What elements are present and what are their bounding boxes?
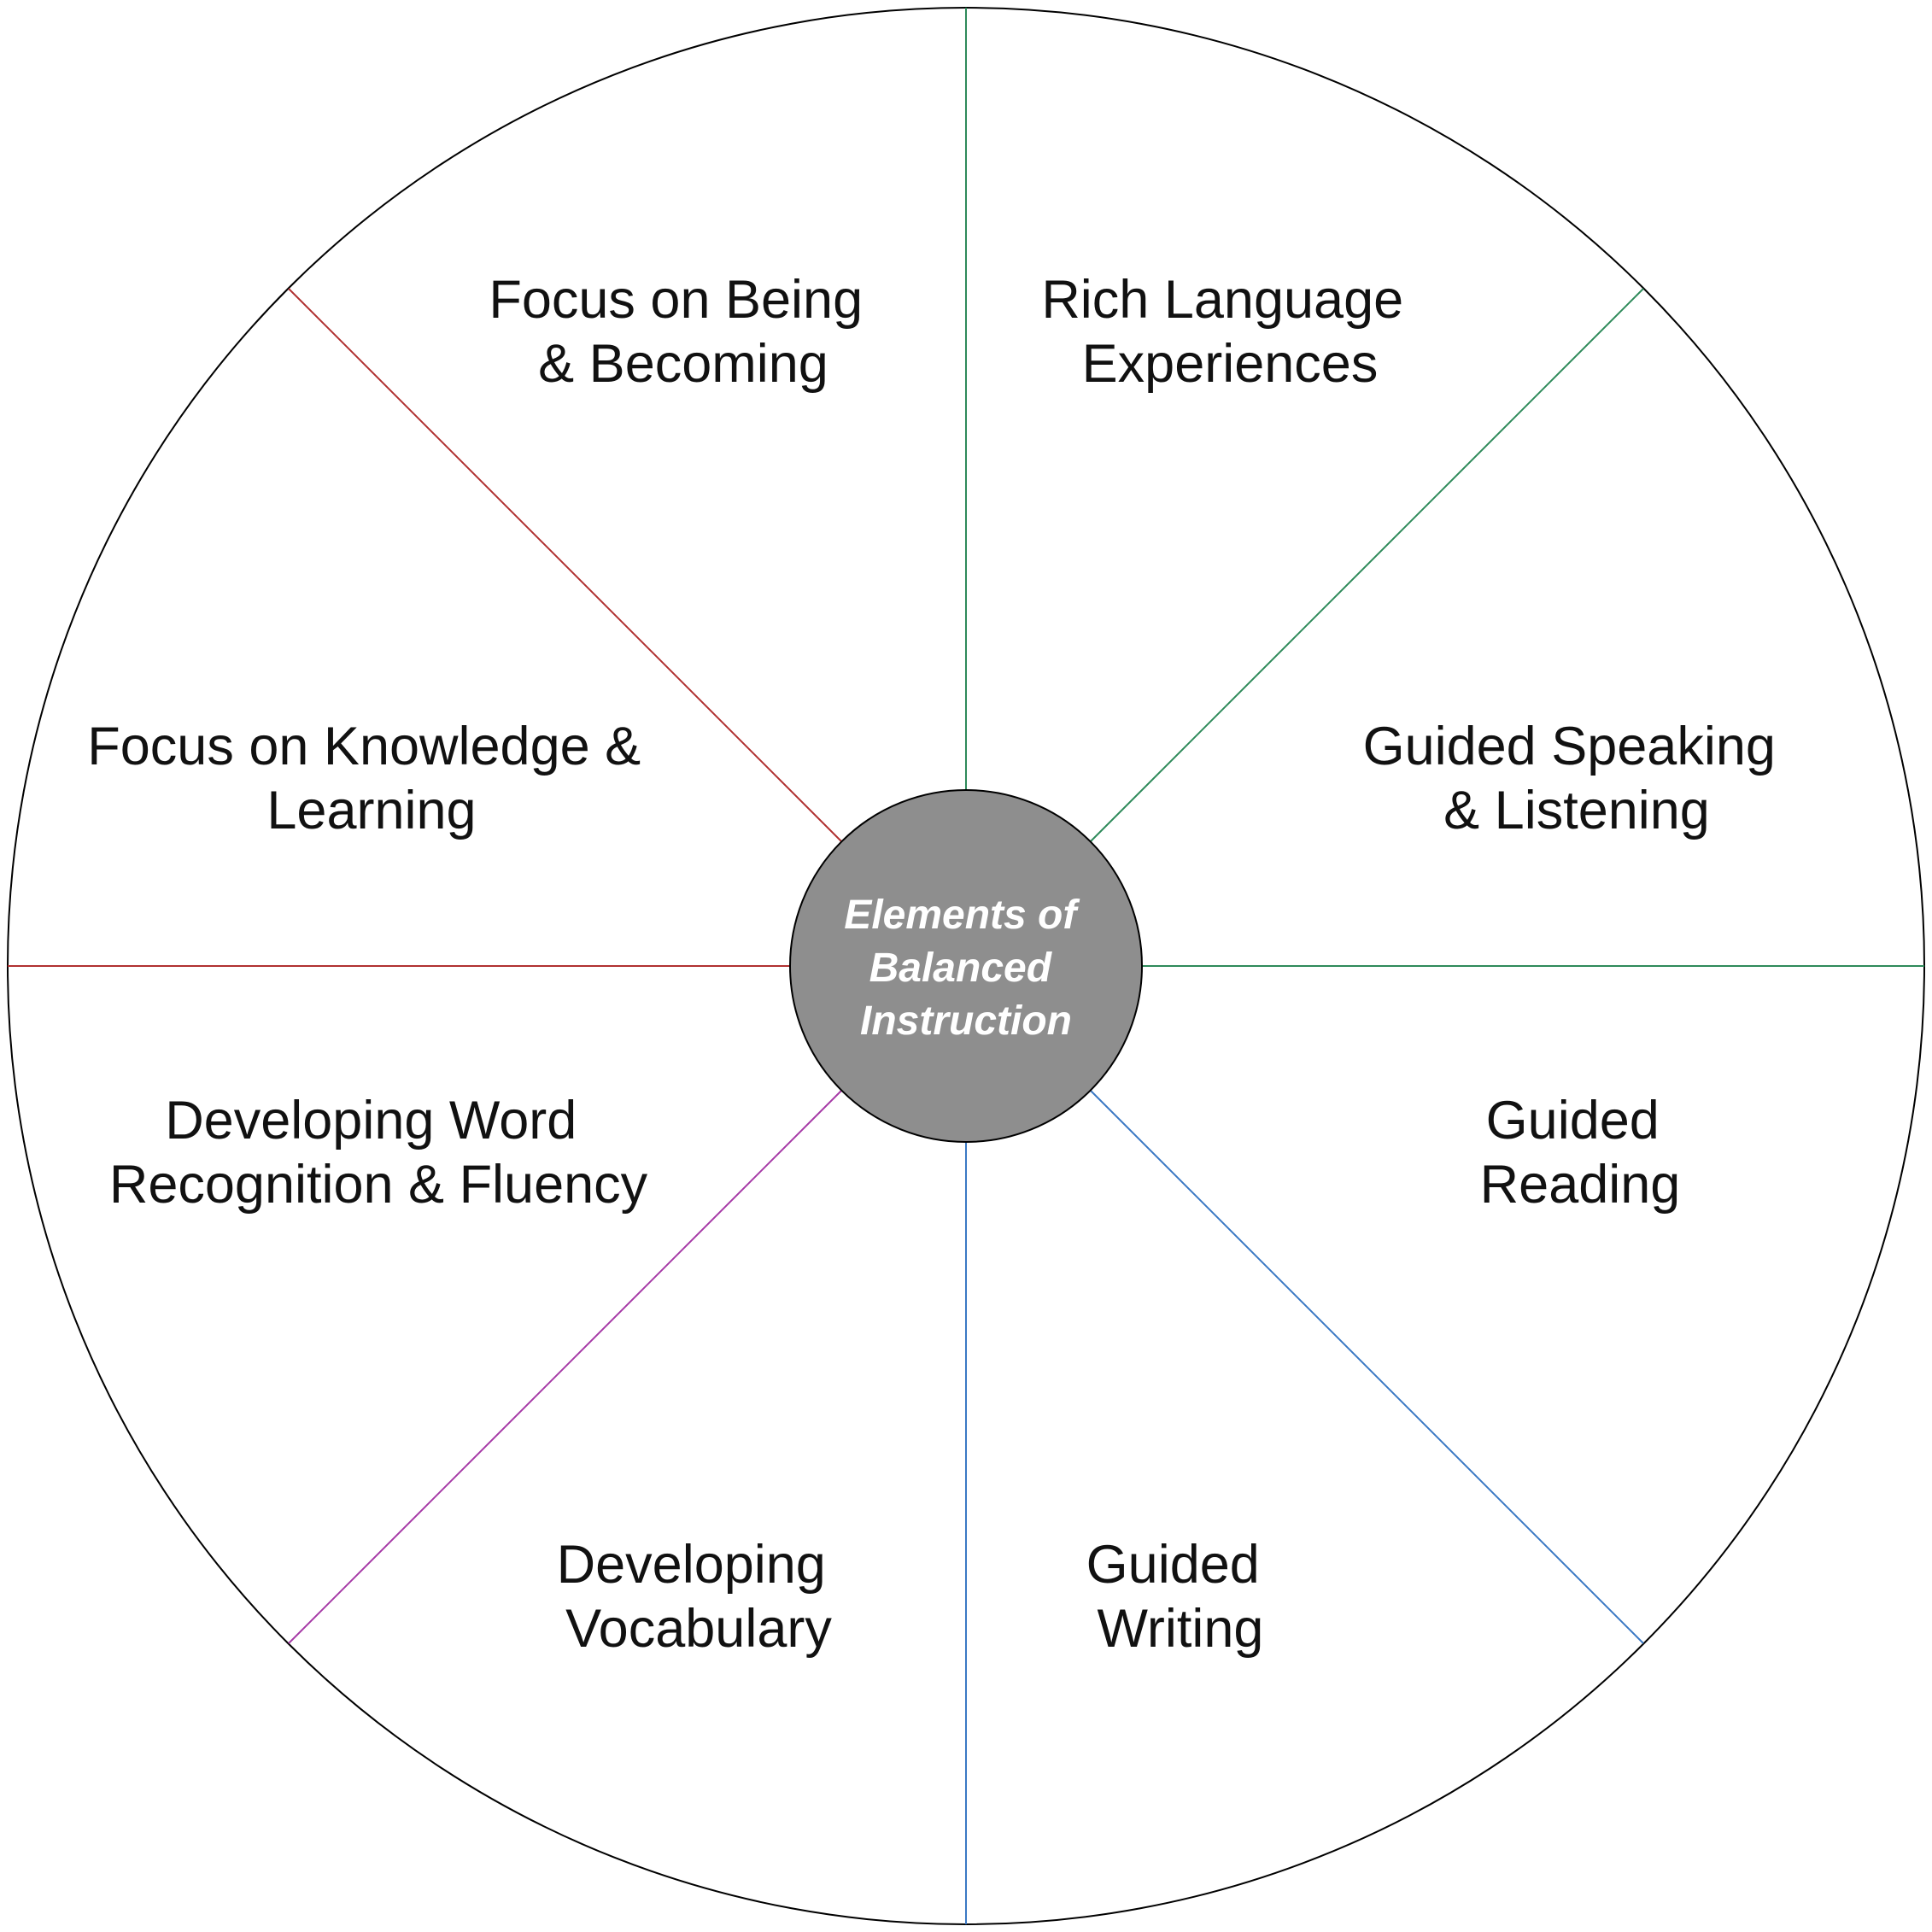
center-hub [789,789,1143,1143]
segment-line: Focus on Knowledge & [87,717,641,776]
segment-line: Developing Word [165,1091,577,1150]
segment-line: Rich Language [1041,270,1403,330]
segment-developing-vocabulary: Developing Vocabulary [557,1535,841,1659]
segment-guided-speaking-listening: Guided Speaking & Listening [1363,717,1791,840]
hub-line: Elements of [844,893,1080,938]
segment-focus-knowledge-learning: Focus on Knowledge & Learning [87,717,655,840]
segment-line: Reading [1480,1155,1681,1215]
divider-lower-right [1090,1090,1644,1644]
divider-upper-right [1090,288,1644,842]
segment-line: Focus on Being [489,270,863,330]
segment-rich-language-experiences: Rich Language Experiences [1041,270,1418,394]
segment-line: Writing [1098,1599,1264,1659]
hub-label: Elements of Balanced Instruction [844,893,1087,1044]
divider-upper-left [288,288,842,842]
segment-line: Guided Speaking [1363,717,1776,776]
dividers [8,8,1924,1924]
segment-line: Guided [1486,1091,1660,1150]
segment-focus-being-becoming: Focus on Being & Becoming [489,270,877,394]
segment-developing-word-recognition-fluency: Developing Word Recognition & Fluency [109,1091,648,1215]
segment-line: Learning [266,781,476,840]
hub-line: Balanced [869,946,1053,991]
segment-line: Guided [1086,1535,1260,1595]
segment-line: & Listening [1443,781,1710,840]
divider-lower-left [288,1090,842,1644]
segment-guided-writing: Guided Writing [1086,1535,1275,1659]
hub-line: Instruction [860,998,1072,1044]
segment-line: Recognition & Fluency [109,1155,648,1215]
segment-line: & Becoming [538,334,828,394]
segment-line: Developing [557,1535,826,1595]
segment-line: Experiences [1082,334,1379,394]
segment-guided-reading: Guided Reading [1480,1091,1681,1215]
segment-line: Vocabulary [565,1599,832,1659]
